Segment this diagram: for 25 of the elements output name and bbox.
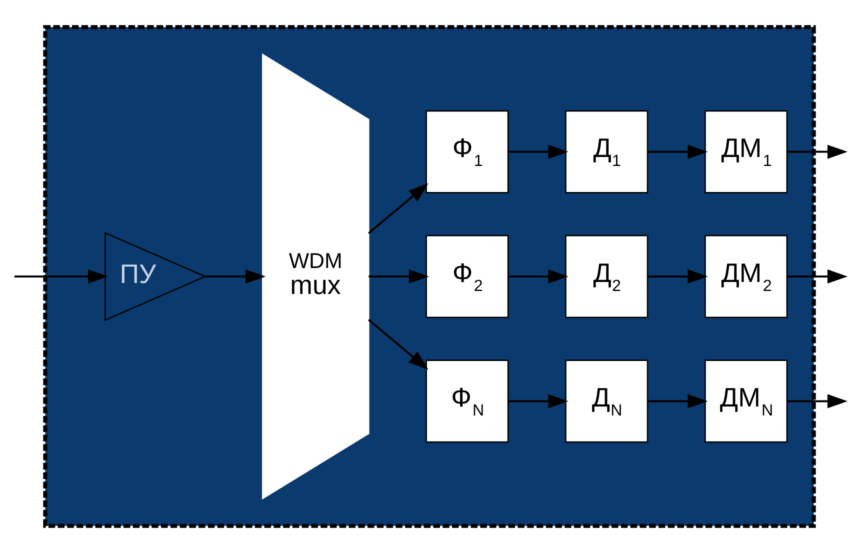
node-box: Ф$_{2}$ [426, 234, 509, 318]
node-box: Д$_{N}$ [565, 360, 648, 443]
arrow [648, 394, 708, 408]
node-box: Д$_{2}$ [565, 234, 648, 318]
node-box: ДМ$_{N}$ [704, 360, 788, 443]
arrow [368, 269, 430, 284]
node-box: WDM mux [262, 53, 370, 500]
arrow [788, 269, 848, 284]
arrow [14, 269, 108, 284]
node-box: Д$_{1}$ [565, 110, 648, 194]
arrow [648, 144, 708, 159]
node-box: ДМ$_{1}$ [704, 110, 788, 194]
node-box: Ф$_{N}$ [426, 360, 509, 443]
arrow [368, 183, 428, 234]
arrow [788, 394, 848, 408]
arrow [508, 394, 568, 408]
cluster [43, 25, 816, 528]
arrow [508, 269, 568, 284]
arrow [205, 269, 266, 284]
arrow [368, 319, 428, 370]
arrow [508, 144, 568, 159]
node-box: ДМ$_{2}$ [704, 234, 788, 318]
arrow [648, 269, 708, 284]
arrow [788, 144, 848, 159]
node-box: Ф$_{1}$ [426, 110, 509, 194]
